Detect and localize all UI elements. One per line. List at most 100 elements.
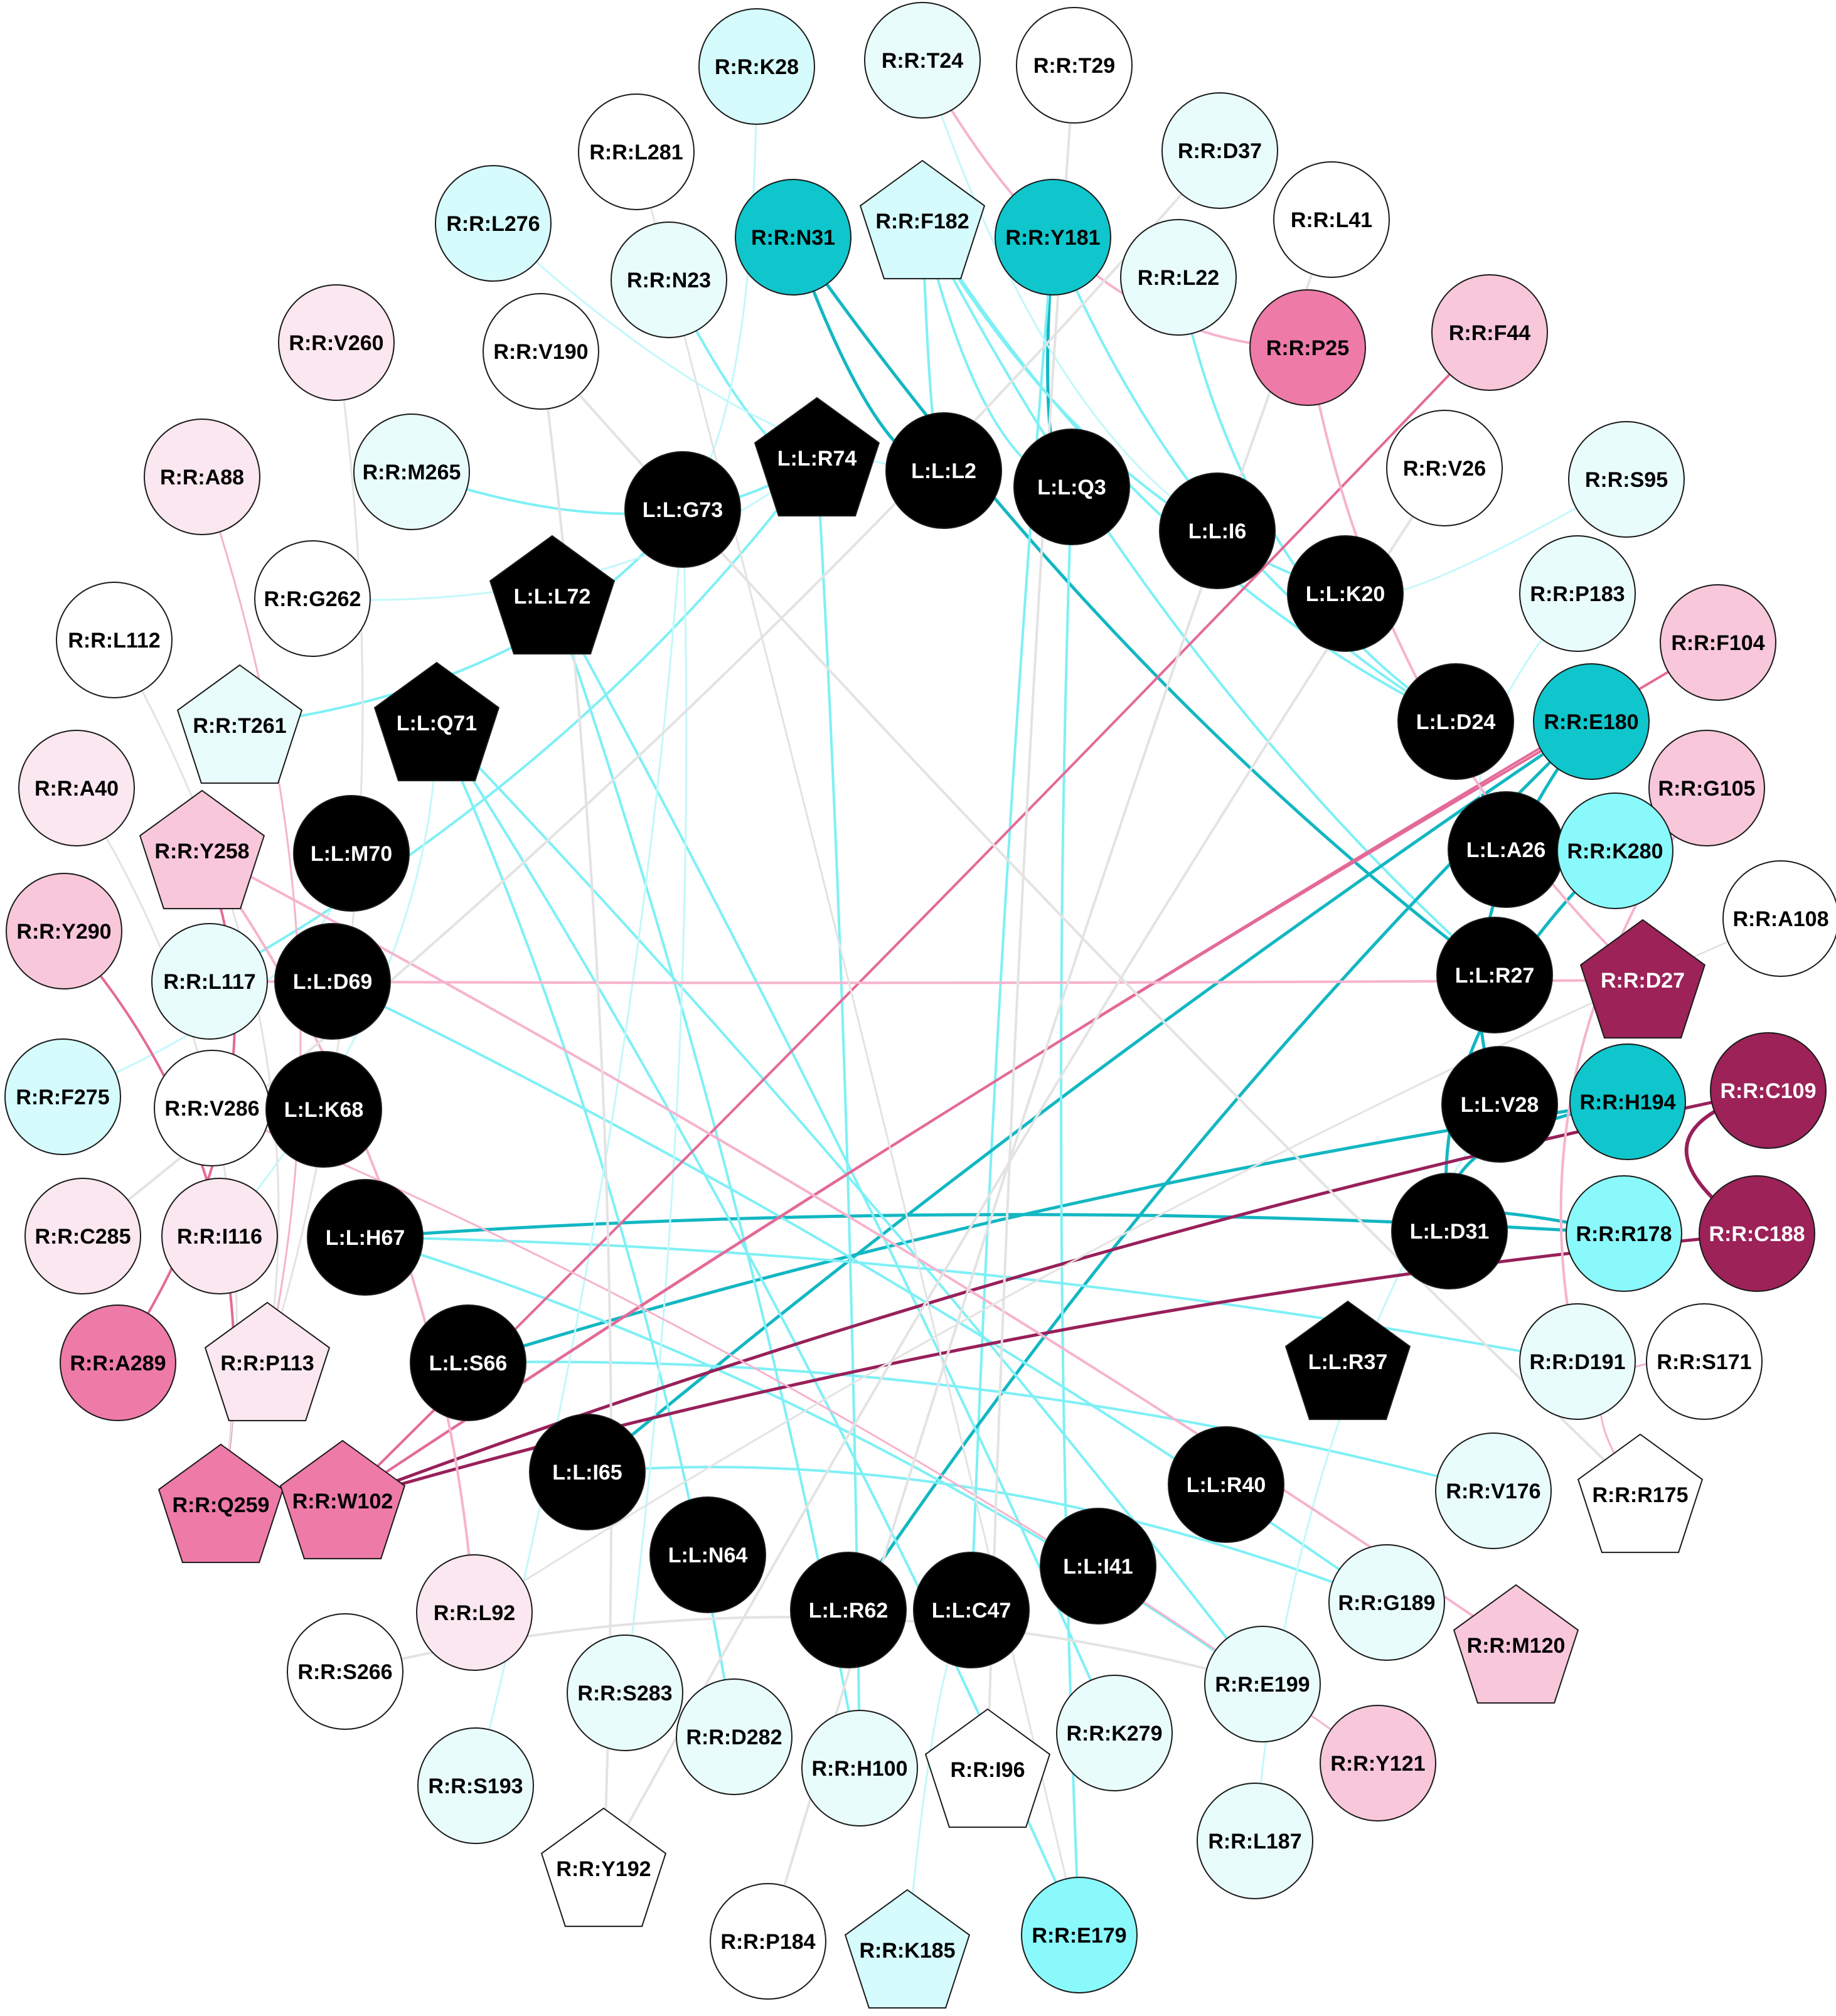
node-r-r-s283[interactable]: R:R:S283 (567, 1635, 683, 1751)
node-label: R:R:I116 (177, 1225, 262, 1249)
node-r-r-s171[interactable]: R:R:S171 (1646, 1303, 1763, 1420)
node-r-r-l117[interactable]: R:R:L117 (151, 923, 268, 1040)
node-l-l-d31[interactable]: L:L:D31 (1391, 1173, 1508, 1289)
node-r-r-p184[interactable]: R:R:P184 (710, 1883, 826, 2000)
node-r-r-l276[interactable]: R:R:L276 (435, 165, 552, 282)
node-r-r-p25[interactable]: R:R:P25 (1249, 289, 1366, 406)
node-r-r-a40[interactable]: R:R:A40 (18, 730, 135, 846)
node-l-l-a26[interactable]: L:L:A26 (1448, 791, 1564, 908)
node-r-r-h100[interactable]: R:R:H100 (801, 1710, 918, 1827)
node-r-r-v26[interactable]: R:R:V26 (1386, 410, 1503, 526)
node-label: R:R:L281 (589, 141, 683, 164)
node-r-r-t261[interactable]: R:R:T261 (176, 664, 303, 784)
node-l-l-d24[interactable]: L:L:D24 (1397, 663, 1514, 780)
node-r-r-v260[interactable]: R:R:V260 (278, 284, 395, 401)
node-r-r-t29[interactable]: R:R:T29 (1016, 7, 1133, 124)
node-r-r-t24[interactable]: R:R:T24 (864, 2, 981, 119)
node-r-r-n23[interactable]: R:R:N23 (611, 221, 727, 338)
node-r-r-h194[interactable]: R:R:H194 (1569, 1043, 1686, 1160)
node-r-r-i116[interactable]: R:R:I116 (161, 1178, 278, 1294)
node-r-r-i96[interactable]: R:R:I96 (924, 1708, 1051, 1828)
node-r-r-m120[interactable]: R:R:M120 (1453, 1584, 1579, 1704)
node-l-l-r37[interactable]: L:L:R37 (1284, 1300, 1411, 1421)
node-r-r-e199[interactable]: R:R:E199 (1204, 1626, 1321, 1742)
node-r-r-s193[interactable]: R:R:S193 (417, 1727, 534, 1844)
node-r-r-w102[interactable]: R:R:W102 (279, 1439, 406, 1560)
node-l-l-q3[interactable]: L:L:Q3 (1013, 429, 1130, 545)
node-r-r-v190[interactable]: R:R:V190 (483, 293, 599, 410)
node-r-r-l281[interactable]: R:R:L281 (578, 93, 695, 210)
node-r-r-l112[interactable]: R:R:L112 (56, 582, 173, 698)
node-l-l-q71[interactable]: L:L:Q71 (373, 661, 500, 782)
node-l-l-r40[interactable]: L:L:R40 (1168, 1426, 1284, 1543)
node-label: R:R:C188 (1709, 1222, 1805, 1246)
node-r-r-e180[interactable]: R:R:E180 (1533, 663, 1650, 780)
node-r-r-g189[interactable]: R:R:G189 (1328, 1544, 1445, 1661)
node-l-l-n64[interactable]: L:L:N64 (649, 1496, 766, 1613)
node-r-r-d37[interactable]: R:R:D37 (1161, 92, 1278, 209)
node-r-r-p113[interactable]: R:R:P113 (204, 1301, 331, 1422)
node-r-r-a88[interactable]: R:R:A88 (144, 419, 260, 535)
node-r-r-l22[interactable]: R:R:L22 (1120, 219, 1237, 336)
node-r-r-q259[interactable]: R:R:Q259 (157, 1443, 284, 1564)
node-r-r-n31[interactable]: R:R:N31 (735, 179, 851, 296)
node-l-l-r27[interactable]: L:L:R27 (1436, 917, 1553, 1033)
node-l-l-i41[interactable]: L:L:I41 (1040, 1508, 1156, 1624)
node-r-r-s95[interactable]: R:R:S95 (1568, 421, 1685, 538)
node-l-l-r62[interactable]: L:L:R62 (790, 1552, 907, 1668)
node-l-l-c47[interactable]: L:L:C47 (913, 1552, 1030, 1668)
node-r-r-f275[interactable]: R:R:F275 (4, 1038, 121, 1155)
node-r-r-d27[interactable]: R:R:D27 (1579, 919, 1706, 1039)
node-r-r-m265[interactable]: R:R:M265 (353, 413, 470, 530)
pentagon-node-shape (1579, 919, 1706, 1039)
node-r-r-d191[interactable]: R:R:D191 (1519, 1303, 1636, 1420)
node-l-l-k68[interactable]: L:L:K68 (265, 1051, 382, 1168)
node-r-r-r178[interactable]: R:R:R178 (1566, 1175, 1682, 1292)
node-label: R:R:Y258 (154, 840, 249, 863)
node-l-l-g73[interactable]: L:L:G73 (624, 451, 741, 568)
node-r-r-k28[interactable]: R:R:K28 (698, 8, 815, 125)
node-l-l-m70[interactable]: L:L:M70 (293, 795, 410, 912)
node-r-r-g105[interactable]: R:R:G105 (1648, 730, 1765, 846)
node-r-r-l92[interactable]: R:R:L92 (416, 1554, 533, 1671)
node-r-r-k280[interactable]: R:R:K280 (1557, 792, 1673, 909)
node-r-r-v176[interactable]: R:R:V176 (1435, 1432, 1552, 1549)
node-label: R:R:T24 (882, 49, 963, 73)
node-r-r-v286[interactable]: R:R:V286 (154, 1050, 270, 1166)
node-r-r-c285[interactable]: R:R:C285 (24, 1178, 141, 1294)
node-r-r-c188[interactable]: R:R:C188 (1699, 1175, 1815, 1292)
node-r-r-s266[interactable]: R:R:S266 (287, 1613, 403, 1730)
node-r-r-l187[interactable]: R:R:L187 (1197, 1783, 1313, 1899)
node-l-l-l72[interactable]: L:L:L72 (489, 535, 616, 655)
circle-node-shape (864, 2, 981, 119)
node-r-r-l41[interactable]: R:R:L41 (1273, 161, 1390, 278)
node-r-r-c109[interactable]: R:R:C109 (1710, 1032, 1827, 1149)
node-l-l-v28[interactable]: L:L:V28 (1441, 1046, 1558, 1163)
node-r-r-f104[interactable]: R:R:F104 (1660, 584, 1776, 701)
node-r-r-a108[interactable]: R:R:A108 (1722, 860, 1836, 977)
node-label: R:R:V260 (289, 331, 383, 355)
node-r-r-y121[interactable]: R:R:Y121 (1320, 1705, 1436, 1821)
node-l-l-d69[interactable]: L:L:D69 (274, 923, 391, 1040)
node-r-r-k185[interactable]: R:R:K185 (844, 1889, 971, 2009)
node-r-r-f44[interactable]: R:R:F44 (1431, 274, 1548, 391)
node-r-r-p183[interactable]: R:R:P183 (1519, 535, 1636, 652)
node-l-l-r74[interactable]: L:L:R74 (754, 397, 880, 517)
node-l-l-k20[interactable]: L:L:K20 (1287, 535, 1404, 652)
node-r-r-y290[interactable]: R:R:Y290 (6, 873, 122, 989)
node-r-r-k279[interactable]: R:R:K279 (1056, 1675, 1173, 1791)
node-l-l-i6[interactable]: L:L:I6 (1159, 472, 1276, 589)
node-l-l-l2[interactable]: L:L:L2 (885, 412, 1002, 529)
node-r-r-d282[interactable]: R:R:D282 (676, 1678, 793, 1795)
node-r-r-r175[interactable]: R:R:R175 (1577, 1433, 1704, 1554)
node-l-l-h67[interactable]: L:L:H67 (307, 1179, 424, 1296)
node-l-l-i65[interactable]: L:L:I65 (529, 1414, 646, 1530)
node-r-r-y181[interactable]: R:R:Y181 (995, 179, 1111, 296)
node-r-r-e179[interactable]: R:R:E179 (1021, 1877, 1138, 1993)
node-r-r-a289[interactable]: R:R:A289 (60, 1304, 176, 1421)
node-r-r-y258[interactable]: R:R:Y258 (139, 789, 265, 910)
node-r-r-f182[interactable]: R:R:F182 (859, 159, 986, 280)
node-r-r-y192[interactable]: R:R:Y192 (540, 1807, 667, 1928)
node-r-r-g262[interactable]: R:R:G262 (254, 540, 371, 657)
node-l-l-s66[interactable]: L:L:S66 (410, 1304, 526, 1421)
